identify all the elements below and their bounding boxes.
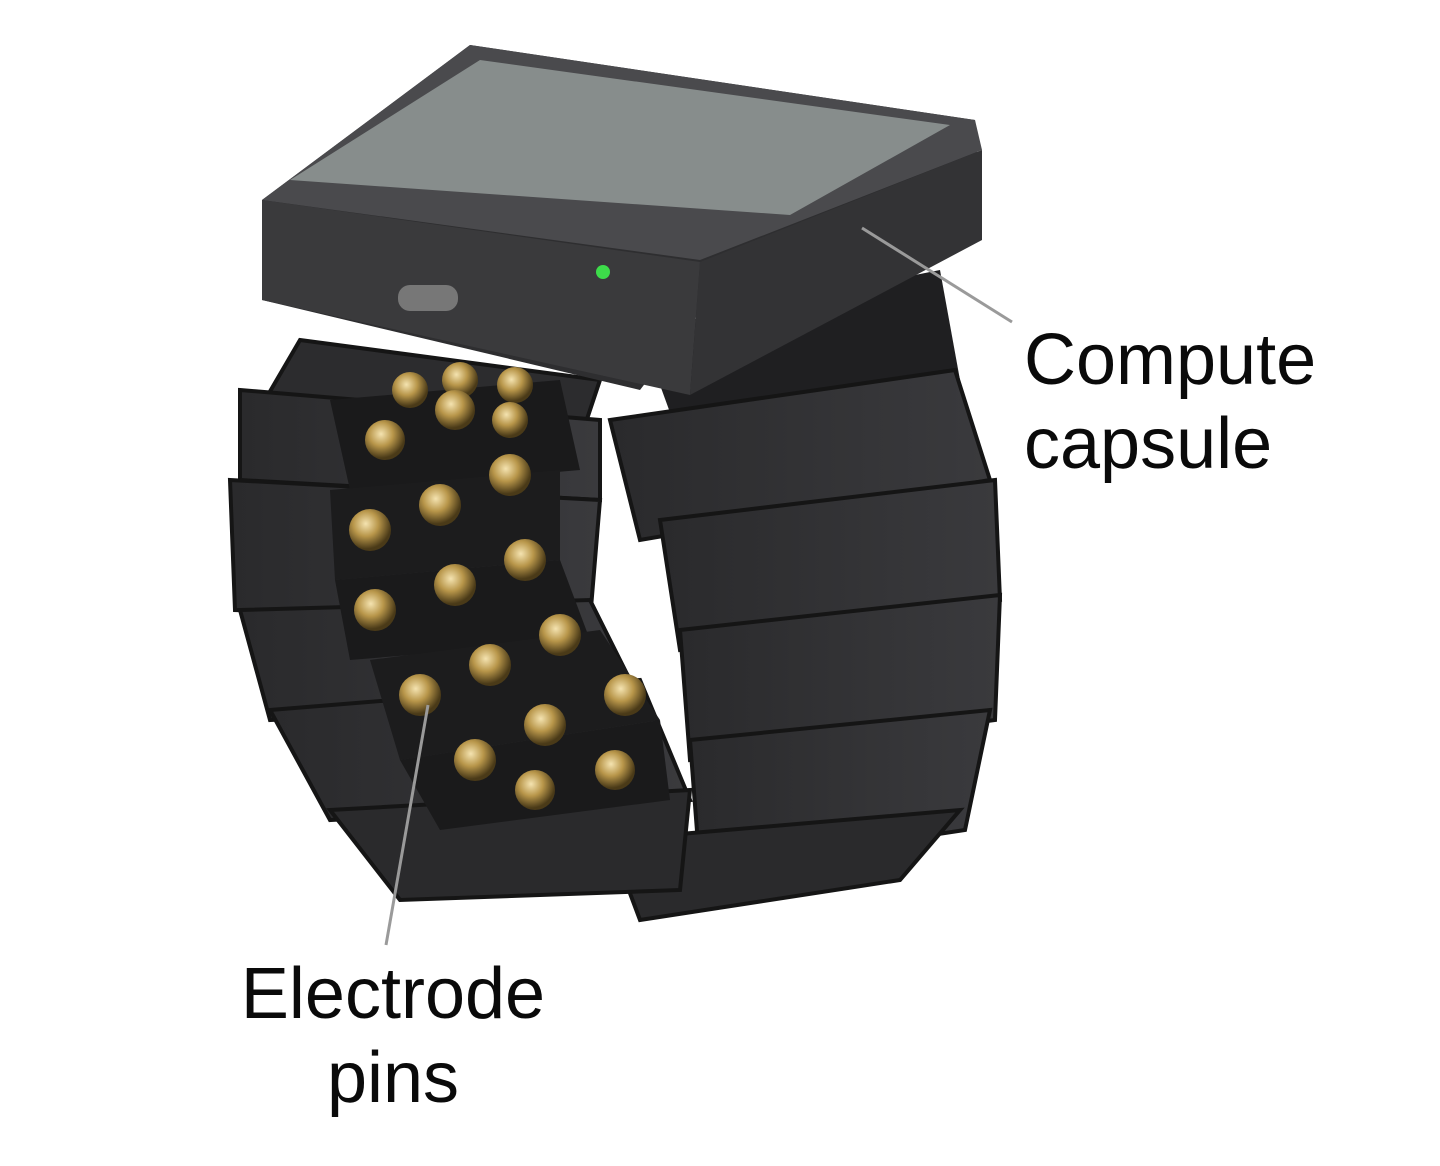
band-right-segments <box>607 270 1003 923</box>
led-indicator <box>596 265 610 279</box>
compute-capsule-label: Compute capsule <box>1024 318 1316 486</box>
compute-capsule-leader-line <box>861 226 1013 324</box>
usb-port-icon <box>398 285 458 311</box>
electrode-pins-label-line1: Electrode <box>240 954 546 1034</box>
compute-capsule-label-line1: Compute <box>1024 320 1317 400</box>
electrode-pins-label-line2: pins <box>326 1038 460 1118</box>
electrode-pins-label: Electrode pins <box>218 952 568 1120</box>
compute-capsule <box>262 45 982 395</box>
electrode-pins-leader-line <box>384 704 430 946</box>
capsule-window <box>290 60 950 215</box>
compute-capsule-label-line2: capsule <box>1024 404 1273 484</box>
electrode-pins <box>349 362 646 810</box>
